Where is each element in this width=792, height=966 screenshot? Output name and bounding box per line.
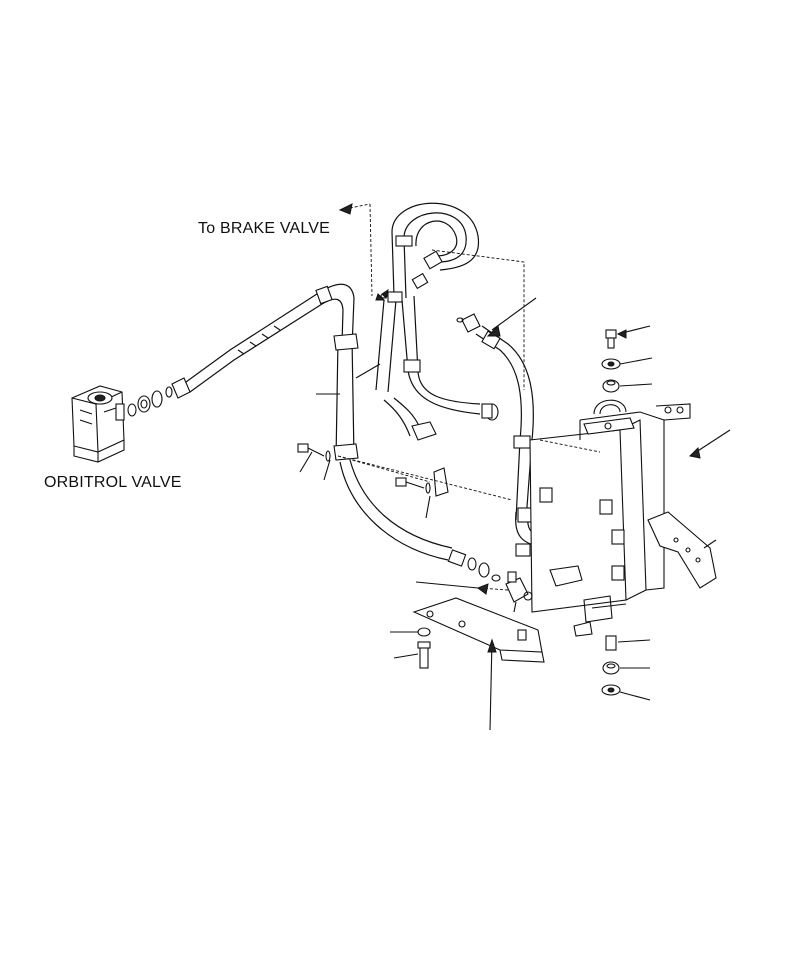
- tube-bundle-left: [333, 333, 359, 461]
- hose-right-drop: [461, 313, 534, 521]
- guard-plate: [412, 597, 545, 663]
- tee-fitting: [505, 571, 529, 613]
- arrowheads: [338, 203, 701, 653]
- brake-valve-label: To BRAKE VALVE: [198, 220, 331, 237]
- hose-orbitrol-supply: [185, 283, 355, 393]
- hose-top-loop: [391, 202, 480, 299]
- bolt-set-left: [297, 443, 449, 669]
- frame-step: [647, 511, 717, 589]
- elbow-fitting: [383, 397, 437, 441]
- washer-stack-right: [601, 329, 621, 696]
- orbitrol-valve: [71, 385, 125, 463]
- frame-bracket: [515, 399, 691, 637]
- o-rings: [380, 293, 533, 601]
- orbitrol-valve-label: ORBITROL VALVE: [44, 474, 182, 491]
- orbitrol-fittings: [127, 377, 191, 417]
- hose-lower-sweep: [339, 459, 490, 578]
- hose-center-drop: [375, 291, 499, 421]
